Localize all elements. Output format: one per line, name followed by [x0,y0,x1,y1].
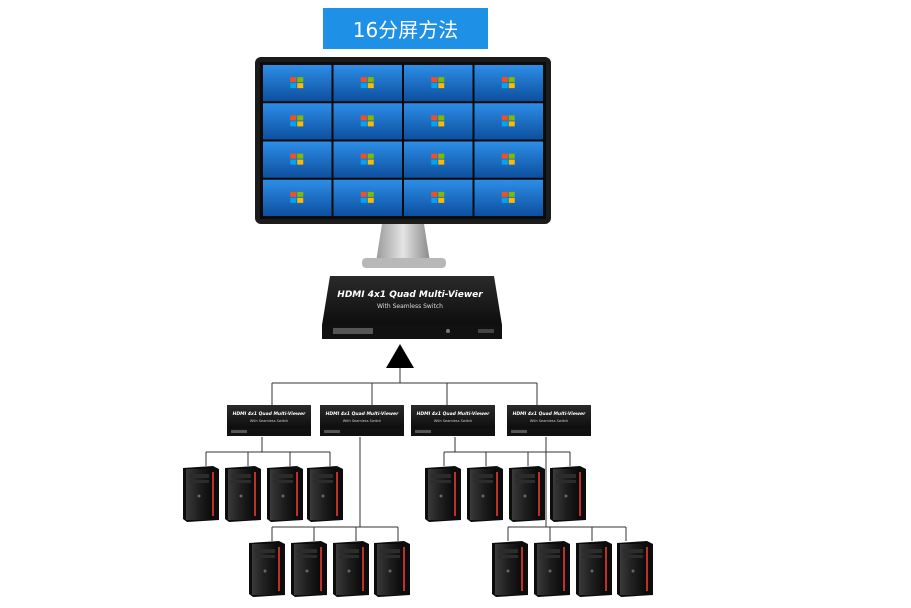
windows-logo-icon [431,153,445,165]
computer-tower-icon [307,466,343,522]
windows-logo-icon [501,77,515,89]
windows-logo-icon [431,191,445,203]
screen-tile [263,141,332,178]
computer-tower-icon [333,541,369,597]
monitor [255,57,551,268]
sub-device-sublabel: With Seamless Switch [250,419,288,423]
screen-tile [474,103,543,140]
computer-tower-icon [534,541,570,597]
screen-tile [263,103,332,140]
screen-tile [474,65,543,102]
screen-tile [404,179,473,216]
main-device-sublabel: With Seamless Switch [377,303,443,310]
windows-logo-icon [431,77,445,89]
sub-device-sublabel: With Seamless Switch [434,419,472,423]
screen-tile [333,65,402,102]
monitor-screen-grid [263,65,543,216]
screen-tile [404,141,473,178]
main-device-label: HDMI 4x1 Quad Multi-Viewer [337,290,483,300]
sub-device-label: HDMI 4x1 Quad Multi-Viewer [233,411,306,417]
computer-tower-icon [576,541,612,597]
screen-tile [404,65,473,102]
windows-logo-icon [360,153,374,165]
sub-device-label: HDMI 4x1 Quad Multi-Viewer [513,411,586,417]
sub-device-sublabel: With Seamless Switch [530,419,568,423]
screen-tile [333,179,402,216]
windows-logo-icon [290,77,304,89]
windows-logo-icon [360,115,374,127]
upward-arrow-icon [386,344,414,368]
computer-tower-icon [617,541,653,597]
computer-tower-icon [467,466,503,522]
windows-logo-icon [501,153,515,165]
monitor-base [362,258,446,268]
computer-tower-icon [550,466,586,522]
sub-device-label: HDMI 4x1 Quad Multi-Viewer [326,411,399,417]
screen-tile [474,141,543,178]
screen-tile [404,103,473,140]
computers [183,466,653,597]
screen-tile [474,179,543,216]
main-multi-viewer: HDMI 4x1 Quad Multi-Viewer With Seamless… [322,276,502,339]
page-title: 16分屏方法 [323,8,488,49]
computer-tower-icon [267,466,303,522]
windows-logo-icon [431,115,445,127]
sub-device-label: HDMI 4x1 Quad Multi-Viewer [417,411,490,417]
windows-logo-icon [290,115,304,127]
windows-logo-icon [360,77,374,89]
windows-logo-icon [290,191,304,203]
computer-tower-icon [509,466,545,522]
computer-tower-icon [249,541,285,597]
windows-logo-icon [501,191,515,203]
windows-logo-icon [290,153,304,165]
screen-tile [333,141,402,178]
screen-tile [263,65,332,102]
computer-tower-icon [291,541,327,597]
computer-tower-icon [492,541,528,597]
computer-tower-icon [225,466,261,522]
sub-device-sublabel: With Seamless Switch [343,419,381,423]
monitor-stand [376,224,430,262]
computer-tower-icon [374,541,410,597]
computer-tower-icon [183,466,219,522]
windows-logo-icon [501,115,515,127]
windows-logo-icon [360,191,374,203]
screen-tile [263,179,332,216]
computer-tower-icon [425,466,461,522]
connection-lines [205,368,627,541]
screen-tile [333,103,402,140]
